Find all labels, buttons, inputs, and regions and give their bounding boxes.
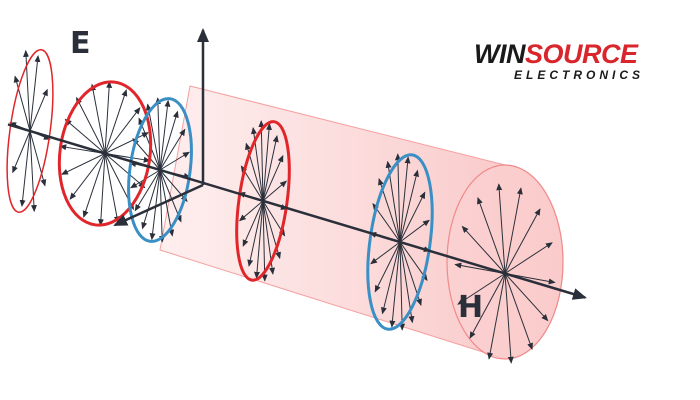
field-vector-arrow xyxy=(132,137,161,171)
field-vector-arrow xyxy=(254,200,264,279)
field-vector-arrow xyxy=(374,241,401,293)
field-vector-arrow xyxy=(504,187,523,274)
field-vector-arrow xyxy=(29,54,41,132)
h-field-label: H xyxy=(458,290,484,325)
field-vector-arrow xyxy=(104,80,113,154)
field-vector-arrow xyxy=(262,122,272,201)
field-vector-arrow xyxy=(159,169,166,243)
field-vector-arrow xyxy=(399,241,406,331)
field-vector-arrow xyxy=(149,169,161,241)
field-vector-arrow xyxy=(104,132,149,154)
field-vector-arrow xyxy=(159,99,171,171)
field-vector-arrow xyxy=(76,96,106,154)
field-vector-arrow xyxy=(262,180,288,202)
field-vector-arrow xyxy=(104,153,120,224)
field-vector-arrow xyxy=(504,242,553,274)
field-vector-arrow xyxy=(159,169,188,203)
e-field-ring xyxy=(57,80,153,227)
field-vector-arrow xyxy=(159,128,186,171)
field-vector-arrow xyxy=(504,273,533,351)
field-vector-arrow xyxy=(399,169,420,243)
field-vector-arrow xyxy=(154,97,161,171)
field-vector-arrow xyxy=(372,202,401,243)
field-vector-arrow xyxy=(469,273,506,339)
field-vector-arrow xyxy=(389,241,401,328)
field-vector-arrow xyxy=(238,200,264,222)
field-vector-arrow xyxy=(82,153,106,218)
field-vector-arrow xyxy=(12,130,31,174)
field-vector-arrow xyxy=(159,110,179,171)
h-field-ring xyxy=(366,153,434,331)
cylinder-end xyxy=(446,164,564,360)
field-vector-arrow xyxy=(104,89,128,154)
field-vector-arrow xyxy=(159,151,190,171)
field-vector-arrow xyxy=(104,107,141,154)
field-vector-arrow xyxy=(461,225,506,274)
field-vector-arrow xyxy=(504,208,541,274)
field-vector-arrow xyxy=(399,241,428,282)
field-vector-arrow xyxy=(457,273,506,305)
field-vector-arrow xyxy=(370,241,401,265)
field-vector-arrow xyxy=(496,183,506,274)
field-vector-arrow xyxy=(394,153,401,243)
e-field-ring xyxy=(235,120,291,282)
field-vector-arrow xyxy=(145,103,161,171)
h-field-cylinder xyxy=(159,85,564,360)
field-vector-arrow xyxy=(477,196,506,274)
axes xyxy=(7,28,587,300)
field-vector-arrow xyxy=(61,153,106,175)
winsource-logo: WINSOURCE ELECTRONICS xyxy=(474,39,645,82)
lateral-axis-arrow xyxy=(113,183,204,227)
field-vector-arrow xyxy=(504,273,514,364)
field-vector-arrow xyxy=(159,169,182,223)
field-vector-arrow xyxy=(399,191,426,243)
h-field-ring xyxy=(127,97,193,243)
field-vector-arrow xyxy=(380,241,401,315)
field-vector-arrow xyxy=(399,156,411,243)
e-field-label: E xyxy=(70,26,91,61)
field-vector-arrow xyxy=(242,200,264,247)
field-vector-arrow xyxy=(134,169,161,212)
field-vector-arrow xyxy=(29,88,48,132)
field-vector-arrow xyxy=(487,273,506,360)
field-vector-arrow xyxy=(19,130,31,208)
field-vectors xyxy=(9,49,556,364)
field-vector-arrow xyxy=(262,154,284,202)
field-vector-arrow xyxy=(69,153,106,200)
field-vector-arrow xyxy=(141,169,161,230)
field-vector-arrow xyxy=(104,153,146,189)
field-vector-arrow xyxy=(399,219,430,243)
field-vector-arrow xyxy=(64,118,106,154)
field-vector-arrow xyxy=(262,134,279,202)
field-rings xyxy=(6,49,434,331)
field-vector-arrow xyxy=(97,153,106,227)
field-vector-arrow xyxy=(247,200,264,267)
field-vector-arrow xyxy=(29,130,47,187)
field-vector-arrow xyxy=(504,273,549,322)
field-vector-arrow xyxy=(258,120,265,201)
field-vector-arrow xyxy=(13,75,31,132)
h-field-ring xyxy=(6,49,54,213)
field-vector-arrow xyxy=(261,200,268,282)
field-vector-arrow xyxy=(90,83,106,154)
propagation-axis-arrow xyxy=(7,123,587,300)
